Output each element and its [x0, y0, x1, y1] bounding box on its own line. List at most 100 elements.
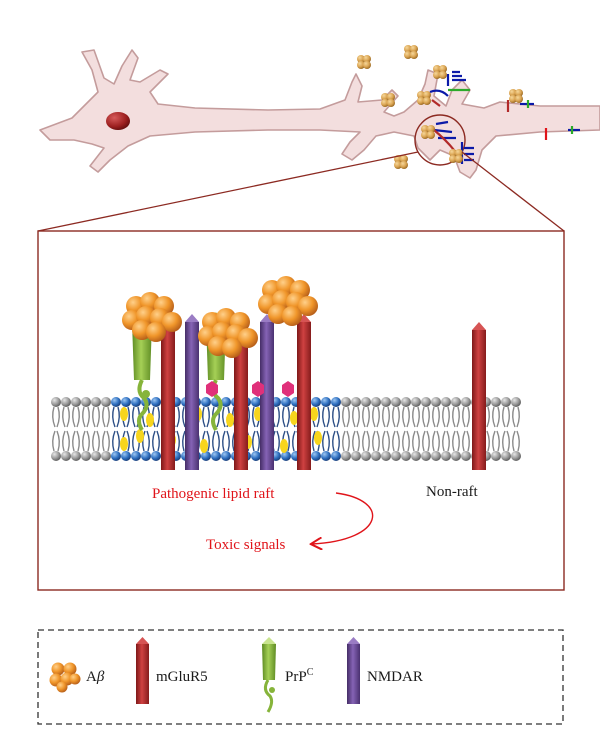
- lipid-head: [441, 397, 451, 407]
- lipid-head: [131, 397, 141, 407]
- lipid-tail: [112, 406, 120, 428]
- lipid-head: [391, 451, 401, 461]
- abeta-icon: [49, 662, 81, 693]
- lipid-tail: [332, 406, 340, 428]
- lipid-tail: [212, 430, 220, 452]
- lipid-tail: [92, 430, 100, 452]
- lipid-tail: [72, 406, 80, 428]
- lipid-head: [201, 451, 211, 461]
- lipid-head: [281, 451, 291, 461]
- lipid-tail: [432, 406, 440, 428]
- lipid-head: [501, 451, 511, 461]
- lipid-head: [461, 397, 471, 407]
- lipid-tail: [502, 406, 510, 428]
- lipid-tail: [82, 406, 90, 428]
- lipid-head: [311, 397, 321, 407]
- lipid-head: [351, 397, 361, 407]
- lipid-tail: [72, 430, 80, 452]
- zoom-line-left: [37, 151, 419, 232]
- lipid-head: [71, 451, 81, 461]
- lipid-head: [401, 451, 411, 461]
- lipid-tail: [502, 430, 510, 452]
- lipid-head: [51, 397, 61, 407]
- lipid-head: [441, 451, 451, 461]
- lipid-tail: [322, 430, 330, 452]
- nucleus: [106, 112, 130, 130]
- lipid-head: [451, 397, 461, 407]
- legend-prpc-label: PrPC: [285, 667, 314, 685]
- lipid-head: [221, 451, 231, 461]
- lipid-head: [151, 451, 161, 461]
- lipid-tail: [382, 406, 390, 428]
- lipid-head: [91, 451, 101, 461]
- lipid-head: [211, 451, 221, 461]
- lipid-head: [121, 451, 131, 461]
- mglur5-icon: [136, 637, 149, 704]
- lipid-tail: [362, 406, 370, 428]
- raft-hexagons: [206, 381, 294, 397]
- mglur5-bar: [297, 314, 311, 470]
- lipid-tail: [202, 406, 210, 428]
- lipid-tail: [422, 430, 430, 452]
- cholesterol-molecule: [290, 411, 298, 425]
- lipid-head: [421, 397, 431, 407]
- lipid-head: [381, 397, 391, 407]
- toxic-signals-label: Toxic signals: [206, 537, 286, 553]
- lipid-head: [91, 397, 101, 407]
- lipid-tail: [442, 430, 450, 452]
- nmdar-icon: [347, 637, 360, 704]
- legend-box: [37, 629, 564, 725]
- lipid-head: [151, 397, 161, 407]
- lipid-tail: [392, 406, 400, 428]
- lipid-tail: [342, 406, 350, 428]
- lipid-head: [331, 397, 341, 407]
- abeta-clusters: [357, 45, 523, 169]
- lipid-head: [321, 451, 331, 461]
- legend: Aβ mGluR5 PrPC NMDAR: [49, 637, 423, 713]
- lipid-tail: [62, 406, 70, 428]
- non-raft-label: Non-raft: [426, 484, 478, 500]
- lipid-head: [101, 451, 111, 461]
- cholesterol-molecule: [314, 431, 322, 445]
- lipid-tail: [412, 406, 420, 428]
- lipid-tail: [402, 430, 410, 452]
- lipid-head: [461, 451, 471, 461]
- lipid-head: [121, 397, 131, 407]
- lipid-head: [141, 451, 151, 461]
- legend-mglur5-label: mGluR5: [156, 669, 208, 685]
- lipid-bilayer: [51, 397, 524, 461]
- lipid-head: [321, 397, 331, 407]
- lipid-tail: [342, 430, 350, 452]
- lipid-head: [251, 397, 261, 407]
- lipid-head: [491, 397, 501, 407]
- lipid-head: [61, 397, 71, 407]
- legend-abeta-label: Aβ: [86, 669, 105, 685]
- lipid-head: [51, 451, 61, 461]
- lipid-tail: [452, 430, 460, 452]
- cholesterol-molecule: [146, 413, 154, 427]
- toxic-signal-arrow: [312, 492, 374, 544]
- lipid-head: [281, 397, 291, 407]
- lipid-head: [221, 397, 231, 407]
- lipid-head: [511, 397, 521, 407]
- lipid-head: [431, 451, 441, 461]
- nmdar-bar: [185, 314, 199, 470]
- lipid-head: [501, 397, 511, 407]
- abeta-oligomers: [122, 276, 318, 358]
- lipid-tail: [102, 406, 110, 428]
- lipid-tail: [392, 430, 400, 452]
- lipid-tail: [102, 430, 110, 452]
- lipid-head: [111, 451, 121, 461]
- lipid-tail: [112, 430, 120, 452]
- lipid-head: [201, 397, 211, 407]
- lipid-tail: [62, 430, 70, 452]
- lipid-head: [71, 397, 81, 407]
- lipid-tail: [432, 430, 440, 452]
- lipid-tail: [252, 430, 260, 452]
- lipid-head: [411, 397, 421, 407]
- lipid-tail: [372, 406, 380, 428]
- lipid-head: [341, 451, 351, 461]
- lipid-tail: [422, 406, 430, 428]
- bilayer-core: [52, 406, 524, 452]
- lipid-head: [61, 451, 71, 461]
